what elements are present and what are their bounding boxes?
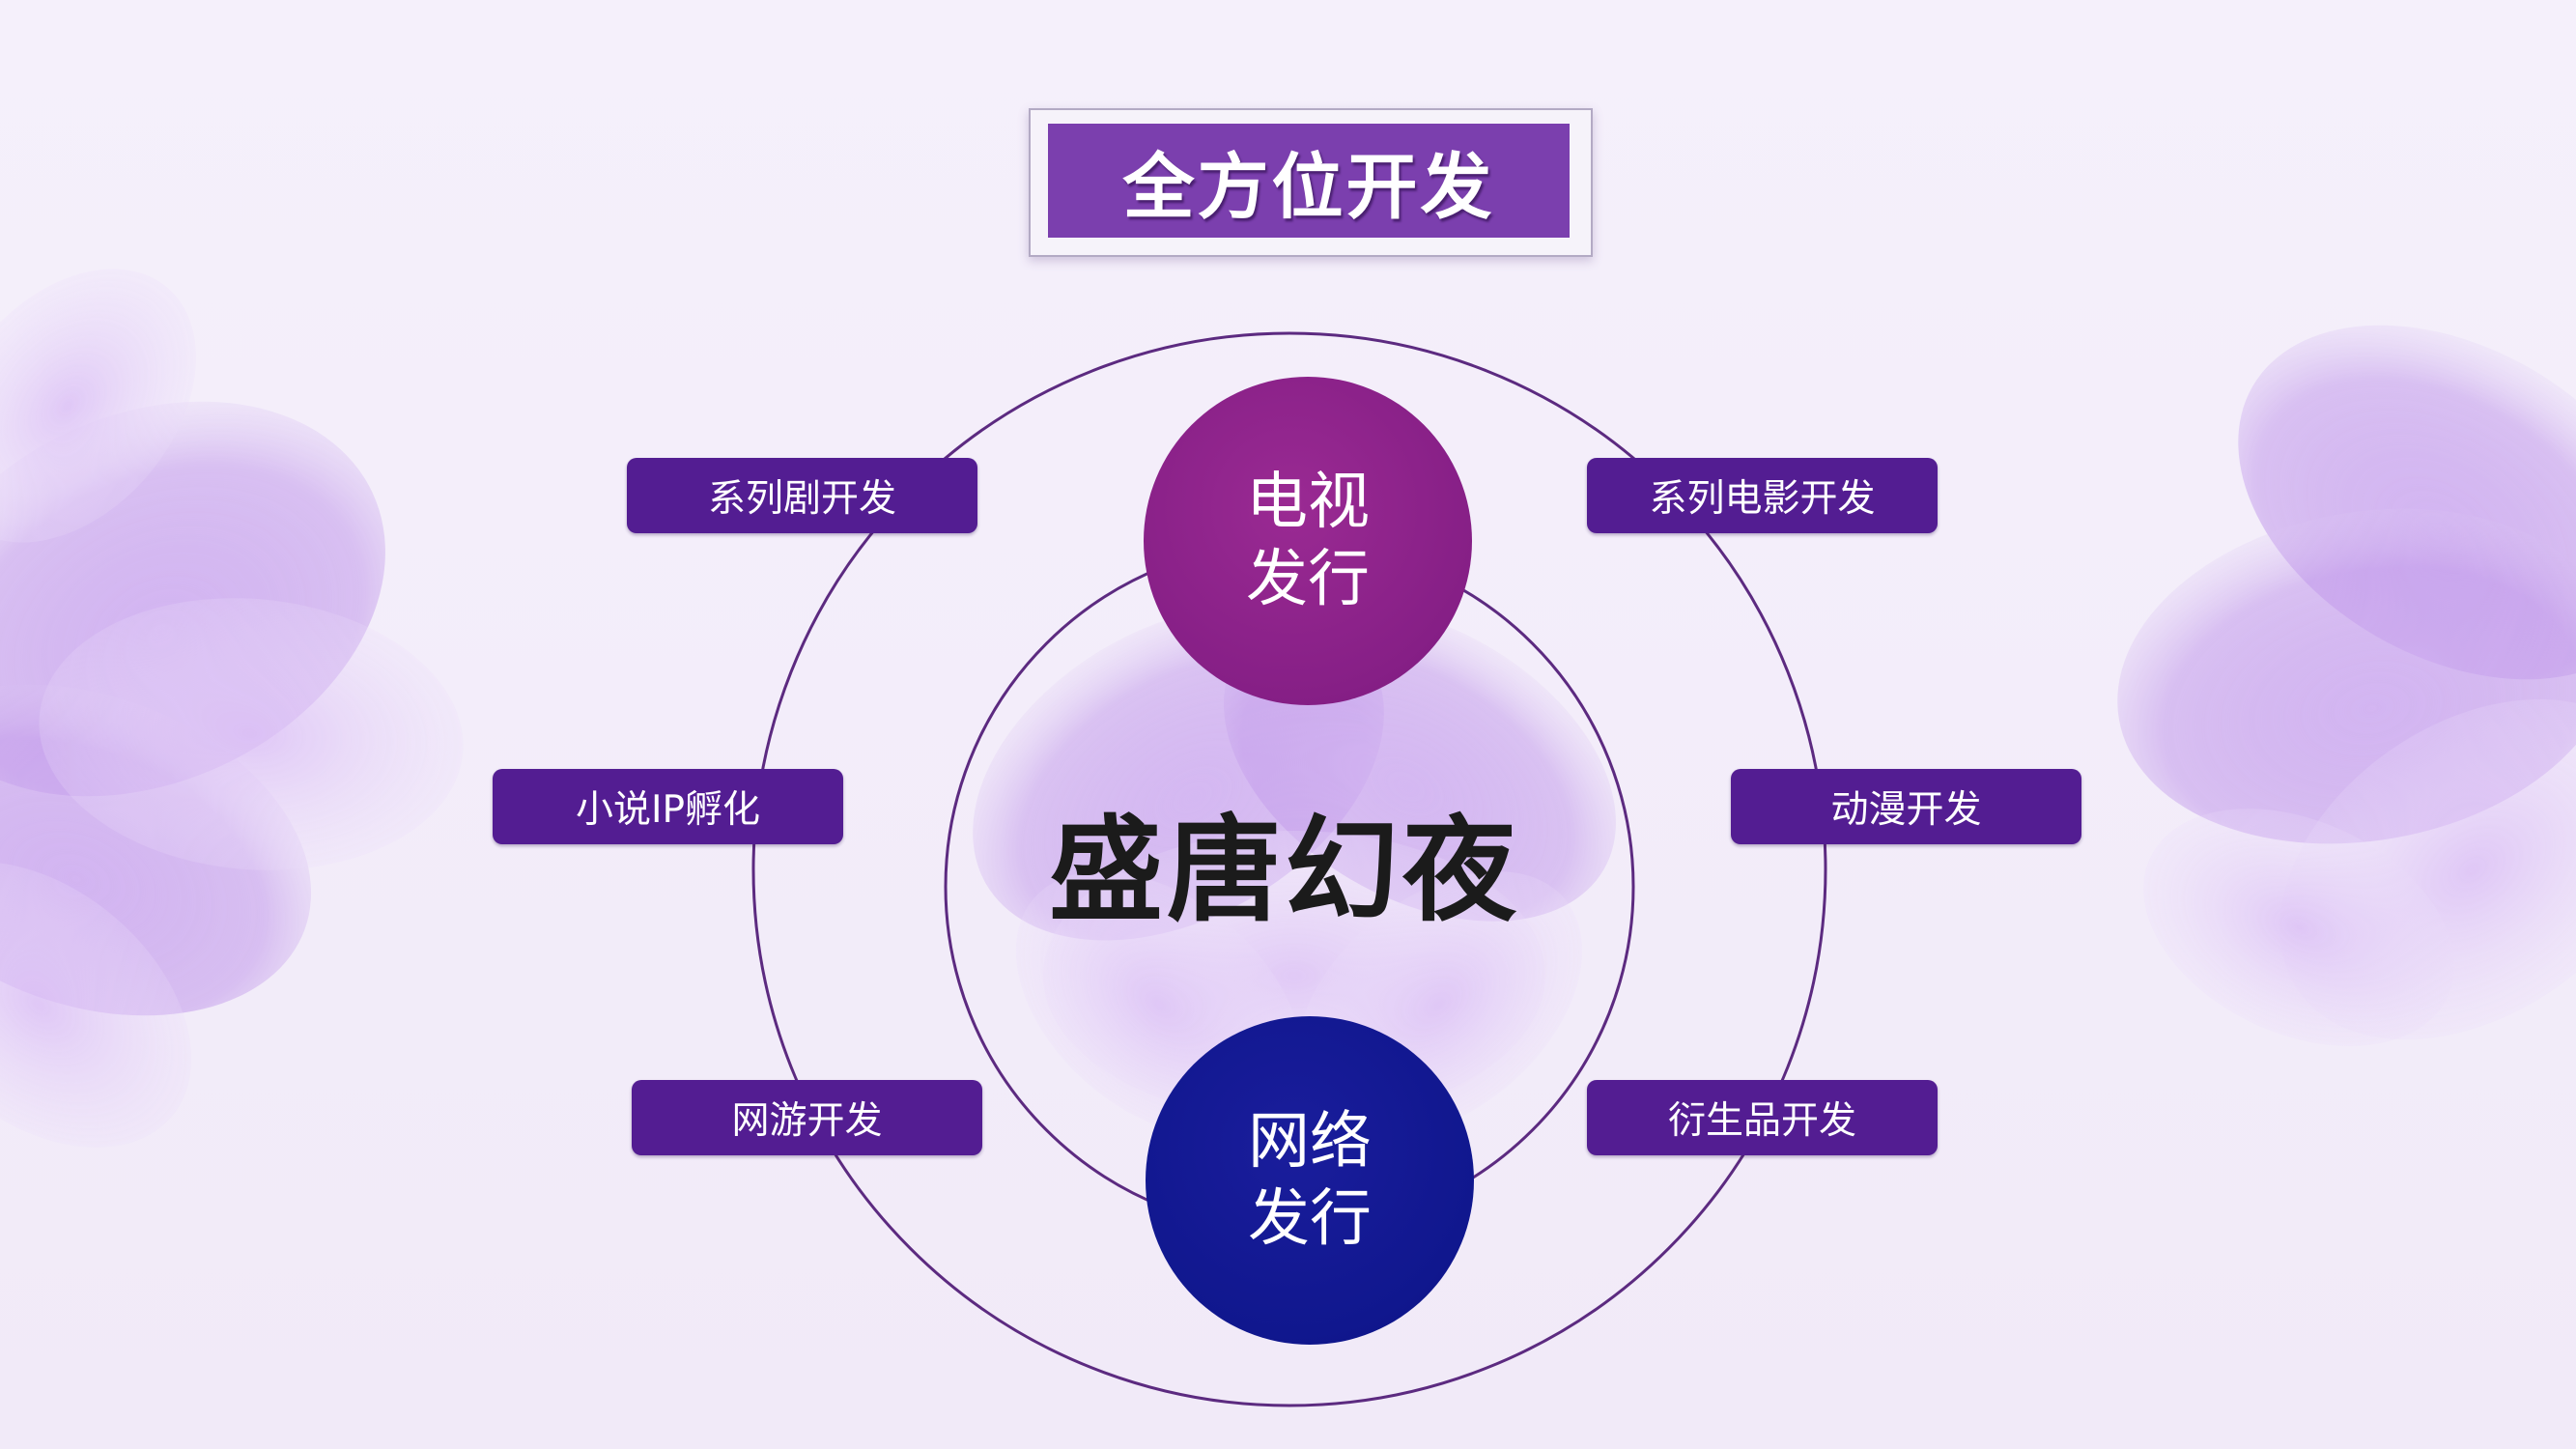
center-title: 盛唐幻夜 [1048, 803, 1520, 937]
pill-series-drama: 系列剧开发 [627, 458, 977, 533]
pill-animation: 动漫开发 [1731, 769, 2081, 844]
net-circle-line1: 网络 [1248, 1106, 1372, 1178]
pill-label: 衍生品开发 [1667, 1099, 1856, 1143]
net-circle-line2: 发行 [1248, 1183, 1372, 1255]
pill-label: 网游开发 [731, 1099, 883, 1143]
pill-series-film: 系列电影开发 [1587, 458, 1938, 533]
pill-label: 动漫开发 [1830, 788, 1982, 832]
page-title: 全方位开发 [1122, 145, 1495, 229]
online-distribution-circle: 网络 发行 [1146, 1016, 1474, 1345]
tv-circle-line2: 发行 [1246, 544, 1370, 615]
outer-ring [751, 331, 1827, 1407]
tv-distribution-circle: 电视 发行 [1144, 377, 1472, 705]
pill-label: 小说IP孵化 [575, 788, 761, 832]
title-banner: 全方位开发 [1019, 99, 1599, 263]
tv-circle-line1: 电视 [1246, 467, 1370, 538]
left-flower [0, 269, 464, 1148]
pill-label: 系列剧开发 [707, 477, 896, 521]
pill-online-game: 网游开发 [632, 1080, 982, 1155]
pill-label: 系列电影开发 [1649, 477, 1876, 521]
right-flower [2117, 325, 2576, 1046]
pill-novel-ip: 小说IP孵化 [493, 769, 843, 844]
pill-derivatives: 衍生品开发 [1587, 1080, 1938, 1155]
banner-fill: 全方位开发 [1048, 124, 1570, 238]
